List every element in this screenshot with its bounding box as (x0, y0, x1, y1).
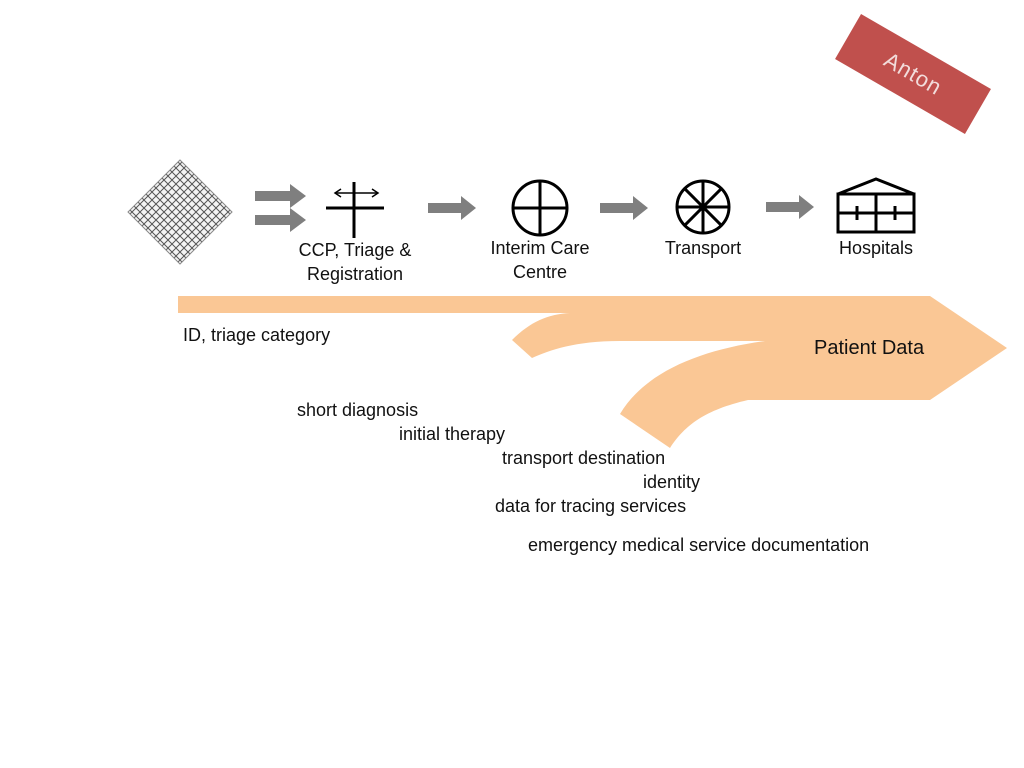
incident-site-icon (127, 159, 233, 265)
triage-cross-icon (326, 182, 384, 238)
flow-arrow-icon (255, 208, 306, 232)
stage-icc-label: Interim Care Centre (470, 236, 610, 284)
data-item-ems-documentation: emergency medical service documentation (528, 535, 870, 555)
flow-arrow-icon (428, 196, 476, 220)
data-item-id-triage: ID, triage category (183, 325, 331, 345)
patient-data-title: Patient Data (814, 337, 925, 359)
data-item-initial-therapy: initial therapy (399, 424, 506, 444)
stage-ccp-label-line1: CCP, Triage & (298, 240, 412, 260)
hospital-building-icon (836, 177, 916, 234)
stage-icc-label-line2: Centre (512, 262, 568, 282)
stage-icc-label-line1: Interim Care (490, 238, 590, 258)
data-item-short-diagnosis: short diagnosis (297, 400, 419, 420)
stage-hospitals-label: Hospitals (838, 238, 914, 258)
data-item-tracing: data for tracing services (495, 496, 687, 516)
circle-cross-icon (511, 179, 569, 237)
flow-arrow-icon (766, 195, 814, 219)
data-item-transport-destination: transport destination (502, 448, 666, 468)
wheel-icon (675, 179, 731, 235)
patient-data-band (178, 296, 1007, 448)
flow-arrow-icon (600, 196, 648, 220)
stage-ccp-label-line2: Registration (306, 264, 404, 284)
stage-transport-label: Transport (664, 238, 742, 258)
flow-arrow-icon (255, 184, 306, 208)
data-item-identity: identity (643, 472, 701, 492)
stage-ccp-label: CCP, Triage & Registration (280, 238, 430, 286)
